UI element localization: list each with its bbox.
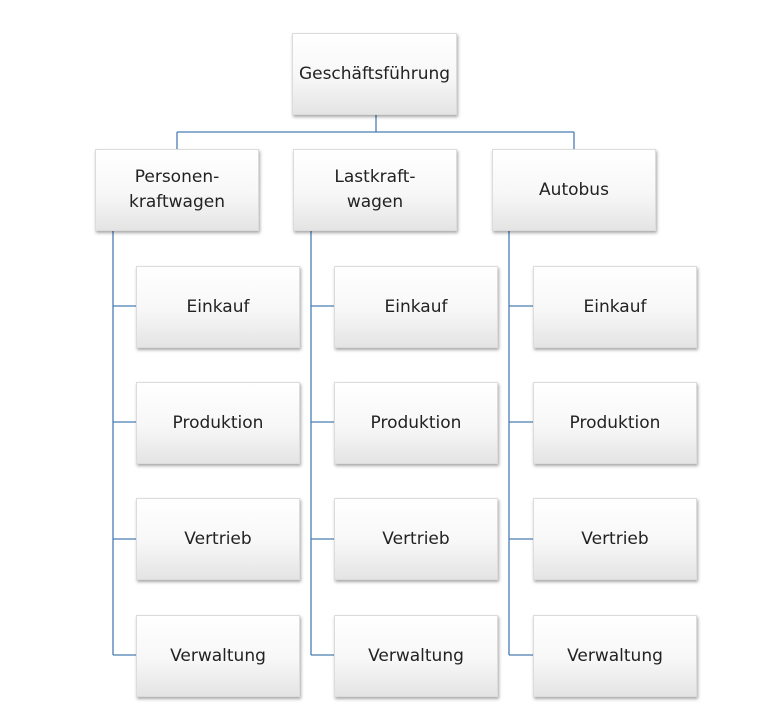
function-label: Verwaltung: [567, 645, 663, 666]
function-node-vertrieb: Vertrieb: [533, 498, 697, 580]
function-label: Verwaltung: [170, 645, 266, 666]
function-label: Produktion: [370, 412, 462, 433]
function-node-verwaltung: Verwaltung: [334, 615, 498, 697]
function-node-vertrieb: Vertrieb: [136, 498, 300, 580]
function-label: Produktion: [569, 412, 661, 433]
function-node-verwaltung: Verwaltung: [533, 615, 697, 697]
root-label: Geschäftsführung: [298, 63, 451, 84]
root-node: Geschäftsführung: [292, 33, 457, 115]
division-label: Personen- kraftwagen: [129, 167, 225, 212]
division-label: Autobus: [539, 179, 609, 200]
function-node-produktion: Produktion: [334, 382, 498, 464]
function-node-vertrieb: Vertrieb: [334, 498, 498, 580]
function-node-einkauf: Einkauf: [136, 266, 300, 348]
division-node-autobus: Autobus: [492, 149, 656, 231]
function-label: Einkauf: [186, 296, 250, 317]
function-label: Einkauf: [384, 296, 448, 317]
function-node-produktion: Produktion: [533, 382, 697, 464]
function-label: Vertrieb: [184, 528, 252, 549]
function-label: Vertrieb: [382, 528, 450, 549]
function-label: Einkauf: [583, 296, 647, 317]
function-label: Vertrieb: [581, 528, 649, 549]
function-node-verwaltung: Verwaltung: [136, 615, 300, 697]
division-node-lkw: Lastkraft- wagen: [293, 149, 457, 231]
division-label: Lastkraft- wagen: [334, 167, 416, 212]
function-label: Verwaltung: [368, 645, 464, 666]
function-label: Produktion: [172, 412, 264, 433]
function-node-einkauf: Einkauf: [334, 266, 498, 348]
function-node-produktion: Produktion: [136, 382, 300, 464]
division-node-pkw: Personen- kraftwagen: [95, 149, 259, 231]
function-node-einkauf: Einkauf: [533, 266, 697, 348]
